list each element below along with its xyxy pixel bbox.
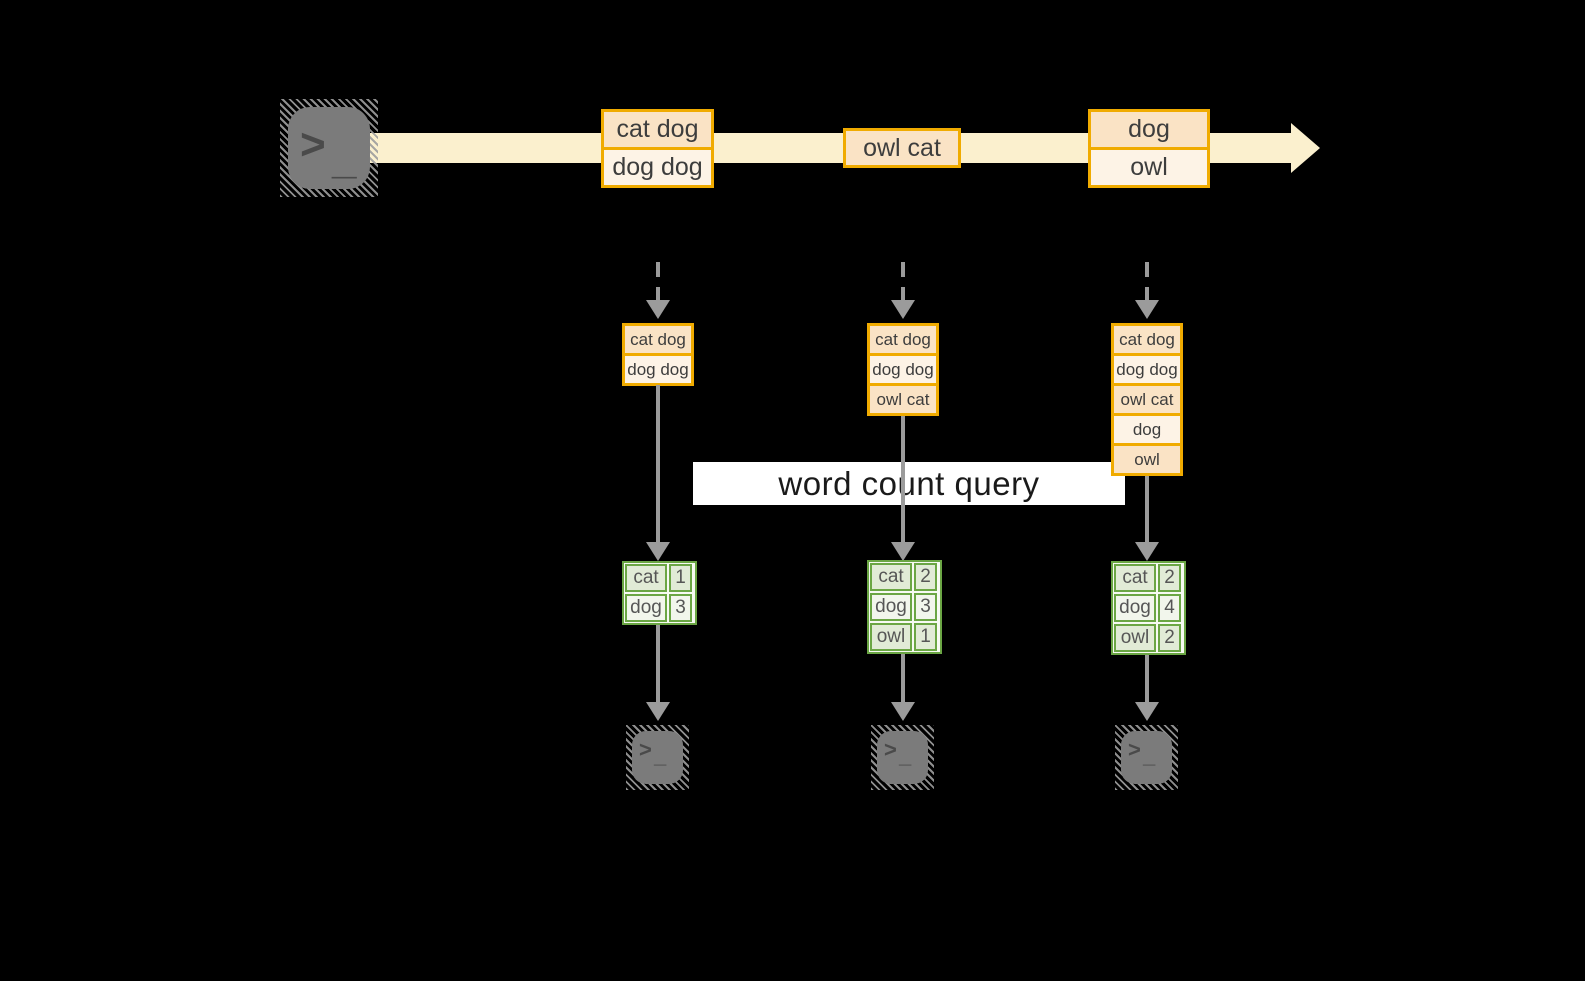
stream-event-batch-1: cat dog dog dog — [601, 109, 714, 188]
prompt-underscore-icon: _ — [1143, 743, 1156, 768]
output-arrow-head — [891, 702, 915, 721]
output-arrow-head — [646, 702, 670, 721]
prompt-chevron-icon: > — [884, 737, 897, 762]
query-arrow-head — [646, 542, 670, 561]
count-value: 4 — [1158, 594, 1181, 622]
terminal-icon-output-3: > _ — [1115, 725, 1178, 790]
event-line: dog dog — [604, 147, 711, 185]
event-line: owl cat — [846, 131, 958, 165]
count-value: 3 — [914, 593, 937, 621]
output-arrow-line — [901, 654, 905, 703]
terminal-icon-source: > _ — [280, 99, 378, 197]
count-table-1: cat 1 dog 3 — [622, 561, 697, 625]
count-value: 2 — [1158, 564, 1181, 592]
count-word: owl — [870, 623, 912, 651]
terminal-icon-output-1: > _ — [626, 725, 689, 790]
count-word: owl — [1114, 624, 1156, 652]
output-arrow-line — [656, 625, 660, 703]
query-arrow-line — [656, 385, 660, 543]
count-word: dog — [1114, 594, 1156, 622]
query-arrow-head — [1135, 542, 1159, 561]
stream-arrow-head — [1291, 123, 1320, 173]
buffer-line: owl cat — [870, 383, 936, 413]
ingest-dashed-arrow-head — [1135, 300, 1159, 319]
query-banner-label: word count query — [778, 464, 1040, 502]
prompt-underscore-icon: _ — [899, 743, 912, 768]
stream-event-batch-3: dog owl — [1088, 109, 1210, 188]
query-arrow-line — [901, 416, 905, 543]
query-banner: word count query — [693, 462, 1125, 505]
event-line: owl — [1091, 147, 1207, 185]
terminal-screen — [877, 731, 928, 784]
count-word: dog — [870, 593, 912, 621]
terminal-screen — [1121, 731, 1172, 784]
buffer-stack-2: cat dog dog dog owl cat — [867, 323, 939, 416]
count-word: dog — [625, 594, 667, 622]
buffer-line: cat dog — [1114, 326, 1180, 353]
count-value: 2 — [914, 563, 937, 591]
terminal-icon-output-2: > _ — [871, 725, 934, 790]
buffer-line: owl cat — [1114, 383, 1180, 413]
event-line: dog — [1091, 112, 1207, 147]
count-word: cat — [870, 563, 912, 591]
count-value: 2 — [1158, 624, 1181, 652]
ingest-dashed-arrow-line — [1145, 262, 1149, 302]
ingest-dashed-arrow-line — [901, 262, 905, 302]
output-arrow-head — [1135, 702, 1159, 721]
count-word: cat — [625, 564, 667, 592]
buffer-line: cat dog — [870, 326, 936, 353]
count-word: cat — [1114, 564, 1156, 592]
query-arrow-head — [891, 542, 915, 561]
count-value: 1 — [669, 564, 692, 592]
ingest-dashed-arrow-head — [646, 300, 670, 319]
terminal-screen — [632, 731, 683, 784]
prompt-chevron-icon: > — [1128, 737, 1141, 762]
buffer-line: cat dog — [625, 326, 691, 353]
buffer-stack-3: cat dog dog dog owl cat dog owl — [1111, 323, 1183, 476]
count-value: 1 — [914, 623, 937, 651]
buffer-line: dog — [1114, 413, 1180, 443]
terminal-screen — [288, 107, 370, 189]
prompt-chevron-icon: > — [639, 737, 652, 762]
output-arrow-line — [1145, 655, 1149, 703]
count-table-2: cat 2 dog 3 owl 1 — [867, 560, 942, 654]
buffer-stack-1: cat dog dog dog — [622, 323, 694, 386]
count-table-3: cat 2 dog 4 owl 2 — [1111, 561, 1186, 655]
query-arrow-line — [1145, 476, 1149, 543]
prompt-underscore-icon: _ — [654, 743, 667, 768]
buffer-line: dog dog — [1114, 353, 1180, 383]
stream-event-batch-2: owl cat — [843, 128, 961, 168]
ingest-dashed-arrow-head — [891, 300, 915, 319]
count-value: 3 — [669, 594, 692, 622]
buffer-line: owl — [1114, 443, 1180, 473]
ingest-dashed-arrow-line — [656, 262, 660, 302]
prompt-underscore-icon: _ — [332, 134, 357, 183]
event-line: cat dog — [604, 112, 711, 147]
prompt-chevron-icon: > — [300, 120, 326, 169]
buffer-line: dog dog — [870, 353, 936, 383]
buffer-line: dog dog — [625, 353, 691, 383]
